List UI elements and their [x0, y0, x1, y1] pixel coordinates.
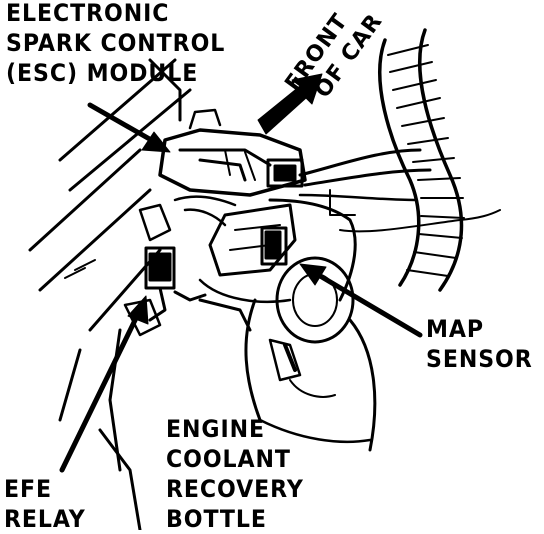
map-sensor-label: MAP SENSOR [426, 314, 533, 374]
map-label-line-2: SENSOR [426, 345, 533, 373]
esc-module-label: ELECTRONIC SPARK CONTROL (ESC) MODULE [6, 0, 225, 88]
esc-label-line-3: (ESC) MODULE [6, 59, 199, 87]
esc-label-line-2: SPARK CONTROL [6, 29, 226, 57]
air-duct-hose [378, 28, 465, 292]
coolant-bottle-shape [198, 256, 377, 452]
front-arrow [257, 73, 323, 135]
coolant-label-line-4: BOTTLE [166, 505, 267, 533]
efe-label-line-2: RELAY [4, 505, 86, 533]
coolant-label-line-1: ENGINE [166, 415, 265, 443]
efe-relay-shape [123, 203, 207, 337]
efe-label-line-1: EFE [4, 475, 53, 503]
wiring-harness [173, 148, 501, 302]
coolant-label-line-2: COOLANT [166, 445, 291, 473]
esc-module-shape [158, 108, 307, 197]
fender-panels [28, 58, 192, 530]
coolant-label-line-3: RECOVERY [166, 475, 304, 503]
map-bracket [198, 203, 297, 304]
coolant-bottle-label: ENGINE COOLANT RECOVERY BOTTLE [166, 414, 304, 534]
map-label-line-1: MAP [426, 315, 485, 343]
pointer-arrows [59, 102, 423, 473]
efe-relay-label: EFE RELAY [4, 474, 86, 534]
esc-label-line-1: ELECTRONIC [6, 0, 170, 27]
